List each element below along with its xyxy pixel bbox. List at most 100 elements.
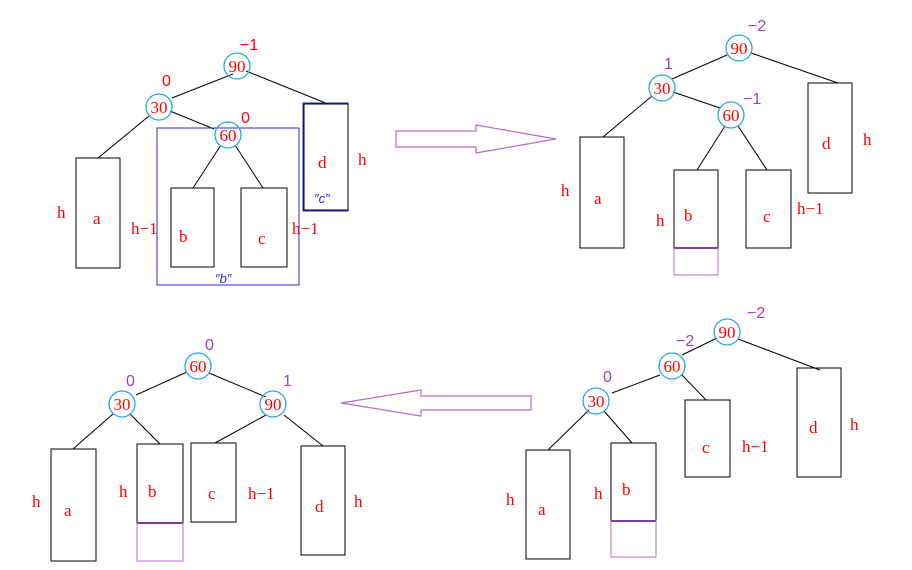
height-b-label: h bbox=[594, 484, 603, 503]
subtree-b-label: b bbox=[684, 206, 693, 225]
subtree-b-label: b bbox=[148, 482, 157, 501]
edge-60-b bbox=[192, 144, 222, 189]
height-b-label: h bbox=[656, 211, 665, 230]
node-60-circle bbox=[184, 352, 212, 380]
subtree-d-label: d bbox=[822, 134, 831, 153]
edge-90-d bbox=[245, 70, 329, 105]
subtree-d-label: d bbox=[315, 497, 324, 516]
group-box-b bbox=[156, 127, 300, 286]
node-60: 60 bbox=[723, 106, 740, 125]
balance-60: 0 bbox=[205, 337, 214, 354]
group-label-b: ″b″ bbox=[215, 271, 232, 286]
subtree-a-label: a bbox=[594, 189, 602, 208]
node-90: 90 bbox=[229, 57, 246, 76]
edge-90-d bbox=[737, 338, 821, 371]
node-60: 60 bbox=[190, 357, 207, 376]
node-30-circle bbox=[582, 387, 610, 415]
balance-30: 0 bbox=[162, 73, 171, 90]
height-d-label: h bbox=[358, 150, 367, 169]
panel-initial: 90 30 60 −1 0 0 a b c d h h−1 h−1 h ″b″ … bbox=[57, 37, 367, 286]
height-b-label: h−1 bbox=[131, 219, 158, 238]
edge-60-30 bbox=[611, 374, 661, 394]
edge-30-b bbox=[603, 410, 633, 444]
subtree-c-label: c bbox=[763, 207, 771, 226]
height-d-label: h bbox=[850, 415, 859, 434]
edge-30-a bbox=[547, 409, 590, 451]
height-b-label: h bbox=[119, 482, 128, 501]
subtree-b bbox=[610, 442, 657, 522]
balance-30: 1 bbox=[664, 56, 673, 73]
subtree-c bbox=[240, 187, 288, 268]
height-a-label: h bbox=[32, 492, 41, 511]
subtree-b-label: b bbox=[622, 480, 631, 499]
edge-30-60 bbox=[672, 91, 721, 109]
node-90-circle bbox=[725, 34, 753, 62]
subtree-b-label: b bbox=[179, 227, 188, 246]
node-30: 30 bbox=[588, 392, 605, 411]
subtree-a-label: a bbox=[538, 500, 546, 519]
edge-90-30 bbox=[671, 54, 728, 80]
edge-60-c bbox=[234, 144, 264, 189]
height-a-label: h bbox=[561, 181, 570, 200]
edge-30-b bbox=[129, 413, 161, 445]
subtree-c bbox=[684, 399, 731, 478]
inserted-node-box bbox=[136, 522, 184, 562]
edge-60-90 bbox=[208, 372, 267, 398]
subtree-a bbox=[75, 157, 121, 269]
balance-30: 0 bbox=[126, 373, 135, 390]
balance-90: 1 bbox=[283, 373, 292, 390]
balance-90: −2 bbox=[747, 305, 765, 322]
subtree-c bbox=[190, 442, 237, 523]
balance-90: −2 bbox=[748, 18, 766, 35]
node-30-circle bbox=[108, 390, 136, 418]
node-90-circle bbox=[259, 390, 287, 418]
edge-90-c bbox=[214, 414, 267, 444]
node-30: 30 bbox=[114, 395, 131, 414]
subtree-d-label: d bbox=[318, 153, 327, 172]
subtree-c bbox=[745, 169, 792, 249]
height-c-label: h−1 bbox=[292, 219, 319, 238]
subtree-d-label: d bbox=[809, 418, 818, 437]
edge-90-30 bbox=[171, 73, 234, 99]
node-90: 90 bbox=[719, 323, 736, 342]
height-c-label: h−1 bbox=[797, 199, 824, 218]
edge-30-60 bbox=[169, 110, 215, 130]
subtree-c-label: c bbox=[702, 438, 710, 457]
edge-60-b bbox=[696, 125, 726, 171]
edge-60-30 bbox=[135, 371, 188, 396]
height-c-label: h−1 bbox=[742, 437, 769, 456]
height-d-label: h bbox=[863, 130, 872, 149]
inserted-node-box bbox=[673, 247, 719, 276]
subtree-d bbox=[300, 445, 346, 556]
node-90: 90 bbox=[731, 39, 748, 58]
subtree-d bbox=[303, 103, 349, 211]
panel-after-first-rotation: 90 60 30 −2 −2 0 a b c d h h h−1 h bbox=[506, 305, 859, 560]
subtree-a bbox=[525, 449, 571, 560]
node-60: 60 bbox=[664, 357, 681, 376]
subtree-c-label: c bbox=[208, 484, 216, 503]
node-30: 30 bbox=[151, 98, 168, 117]
edge-60-c bbox=[681, 374, 707, 401]
panel-after-insert: 90 30 60 −2 1 −1 a b c d h h h−1 h bbox=[561, 18, 872, 276]
group-label-c: ″c″ bbox=[314, 191, 330, 206]
height-a-label: h bbox=[57, 203, 66, 222]
edge-30-a bbox=[602, 95, 653, 138]
node-60-circle bbox=[717, 101, 745, 129]
panel-balanced: 60 30 90 0 0 1 a b c d h h h−1 h bbox=[32, 337, 363, 562]
arrow-left bbox=[340, 389, 532, 417]
node-30-circle bbox=[648, 74, 676, 102]
subtree-c-label: c bbox=[258, 229, 266, 248]
height-c-label: h−1 bbox=[248, 484, 275, 503]
edge-30-a bbox=[97, 115, 150, 159]
balance-60: −2 bbox=[676, 333, 694, 350]
edge-90-d bbox=[750, 52, 839, 84]
edge-90-d bbox=[283, 414, 324, 447]
node-30: 30 bbox=[654, 79, 671, 98]
height-d-label: h bbox=[354, 492, 363, 511]
node-60-circle bbox=[214, 121, 242, 149]
subtree-b bbox=[673, 169, 719, 249]
balance-60: −1 bbox=[743, 91, 761, 108]
node-30-circle bbox=[145, 93, 173, 121]
balance-90: −1 bbox=[240, 37, 258, 54]
